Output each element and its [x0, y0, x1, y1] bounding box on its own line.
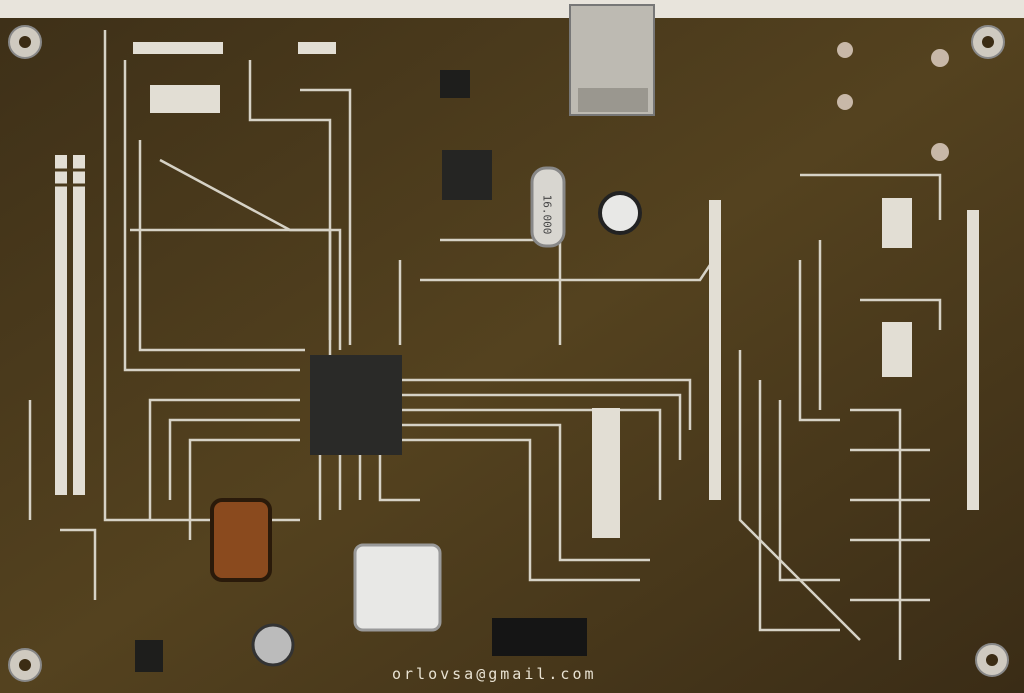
crystal [530, 166, 566, 248]
mcu-chip [310, 355, 402, 455]
silkscreen-email: orlovsa@gmail.com [392, 665, 597, 683]
programming-header [492, 618, 587, 656]
pcb-substrate [0, 14, 1024, 693]
capacitor [598, 191, 642, 235]
electrolytic-cap [251, 623, 295, 667]
eeprom-chip [440, 70, 470, 98]
regulator-chip [135, 640, 163, 672]
usb-chip [442, 150, 492, 200]
crystal-marking: 16.000 [540, 194, 554, 235]
buzzer [353, 543, 442, 632]
pin-header-pads [55, 42, 979, 538]
inductor-coil [210, 498, 272, 582]
